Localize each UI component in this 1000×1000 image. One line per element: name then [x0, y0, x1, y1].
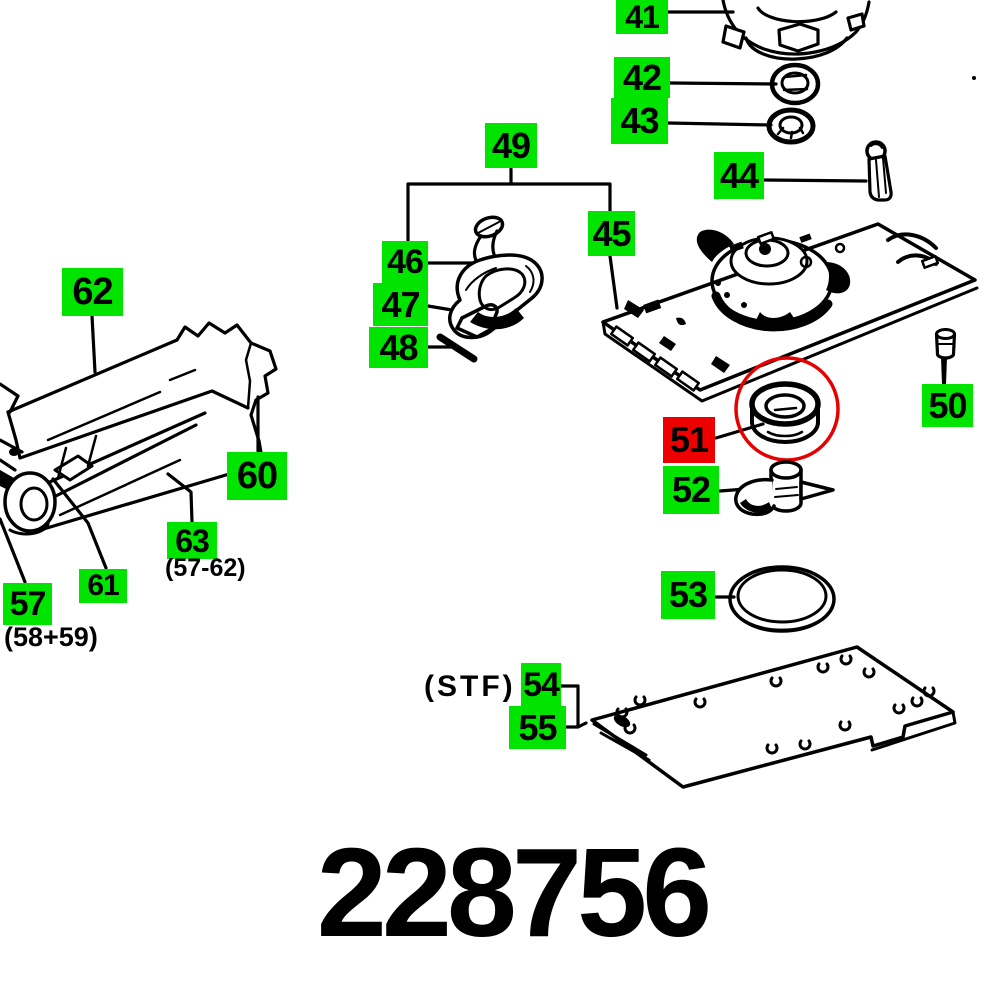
part-54-55-sanding-pad: [590, 645, 957, 789]
part-tag-60[interactable]: 60: [227, 452, 287, 500]
part-tag-63[interactable]: 63: [167, 522, 217, 559]
part-tag-51-highlighted[interactable]: 51: [663, 417, 715, 463]
part-45-base-plate: [601, 222, 979, 403]
part-53-seal-ring: [728, 565, 836, 633]
part-48-pin: [436, 333, 478, 363]
part-tag-52[interactable]: 52: [663, 466, 719, 514]
note-group-63-range: (57-62): [165, 554, 246, 582]
part-number: 228756: [316, 822, 712, 963]
part-tag-41[interactable]: 41: [616, 0, 668, 34]
part-42-ring: [769, 62, 821, 106]
part-43-bearing-ring: [766, 107, 816, 145]
part-tag-45[interactable]: 45: [588, 211, 635, 256]
part-47-spring-clip: [455, 303, 499, 339]
part-46-clamp-lever: [448, 215, 544, 340]
leader-lines: [0, 10, 946, 729]
part-tag-48[interactable]: 48: [369, 327, 428, 368]
part-tag-44[interactable]: 44: [714, 152, 764, 199]
part-tag-55[interactable]: 55: [509, 706, 566, 749]
part-tag-50[interactable]: 50: [922, 384, 973, 427]
part-tag-46[interactable]: 46: [382, 241, 428, 283]
part-tag-43[interactable]: 43: [611, 98, 668, 144]
part-57-63-dust-housing: [0, 321, 278, 536]
note-group-57-range: (58+59): [4, 622, 98, 652]
part-tag-53[interactable]: 53: [661, 571, 715, 619]
part-tag-62[interactable]: 62: [62, 268, 123, 316]
part-44-pin: [865, 140, 893, 202]
part-tag-47[interactable]: 47: [373, 283, 428, 326]
part-tag-49[interactable]: 49: [485, 123, 537, 168]
part-tag-57[interactable]: 57: [3, 583, 52, 625]
part-51-bearing: [749, 381, 821, 444]
part-52-balance-weight: [734, 460, 835, 517]
part-tag-42[interactable]: 42: [614, 57, 670, 98]
part-tag-61[interactable]: 61: [79, 569, 127, 603]
highlight-circle: [734, 356, 840, 462]
part-41-gear-housing: [721, 0, 976, 80]
note-stf: (STF): [424, 670, 516, 703]
part-tag-54[interactable]: 54: [521, 663, 561, 707]
part-50-screw: [934, 328, 957, 385]
